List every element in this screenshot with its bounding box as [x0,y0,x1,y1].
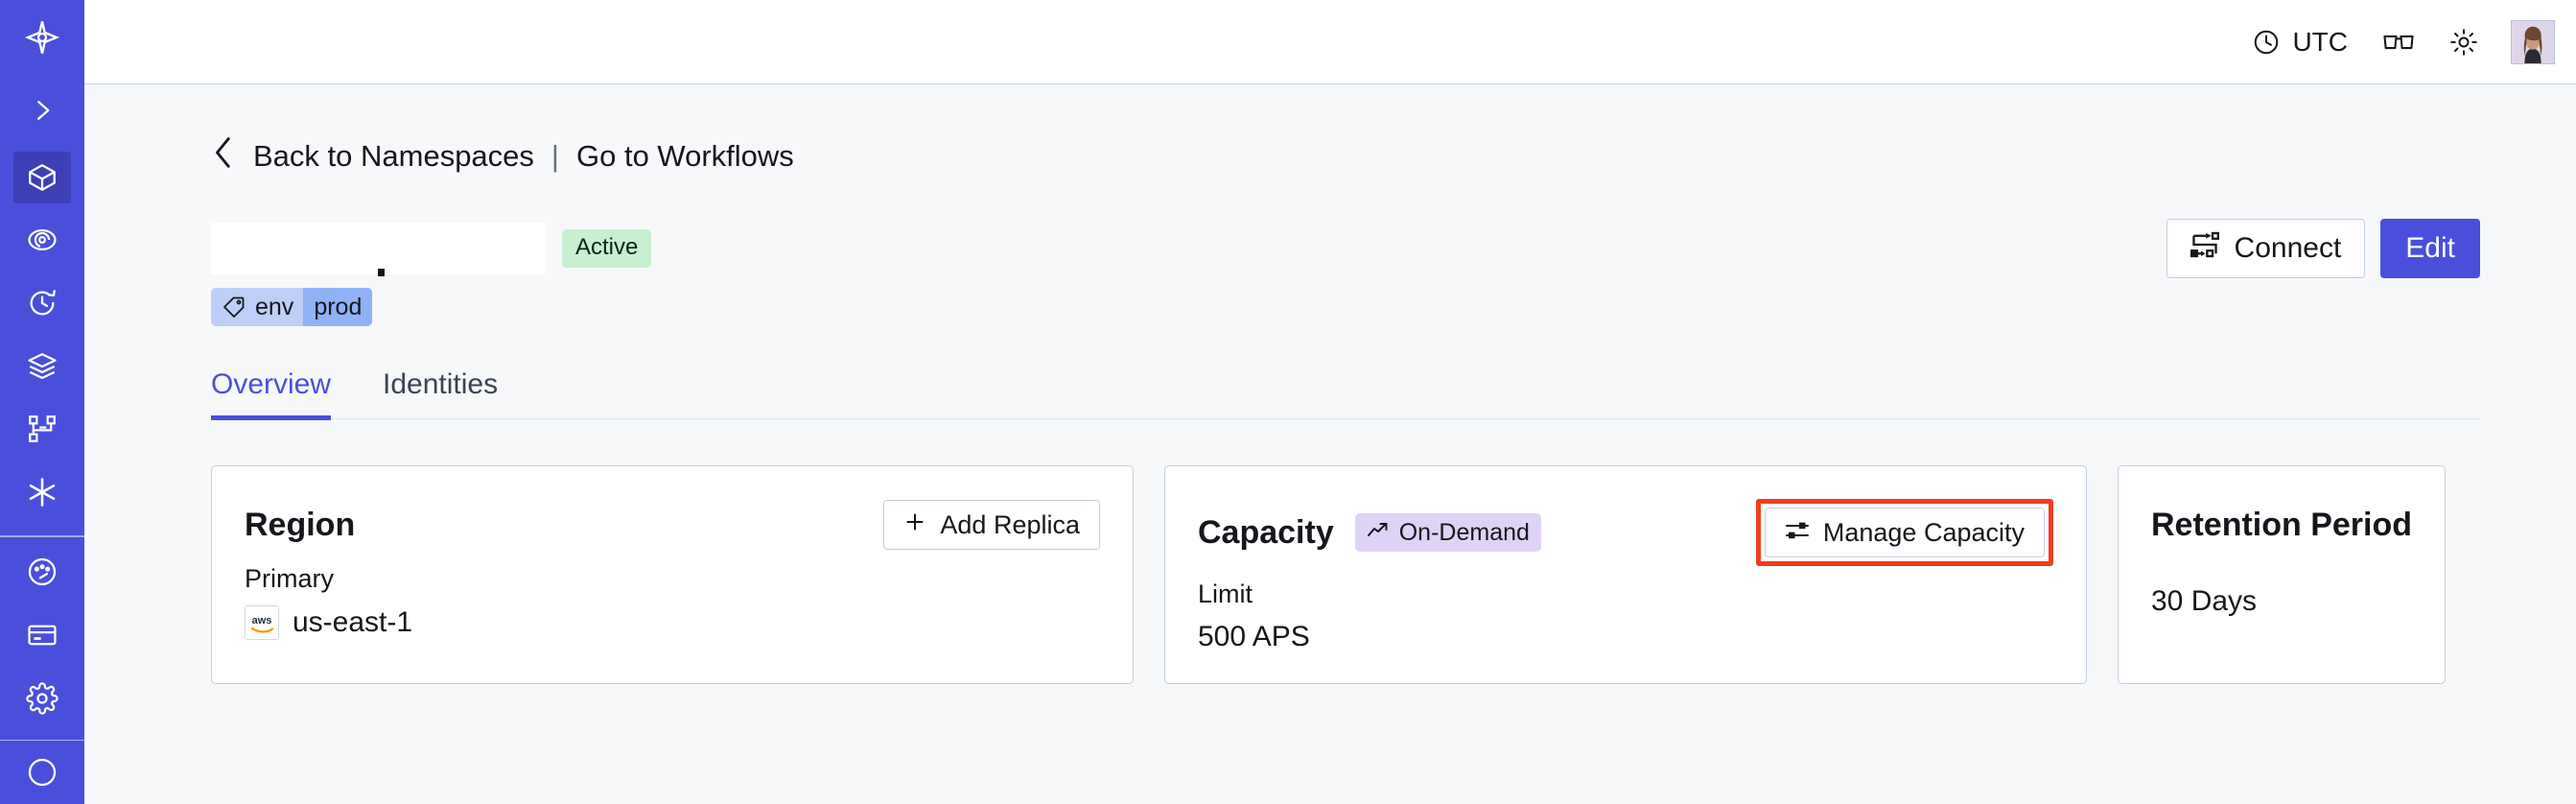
chevron-left-icon[interactable] [211,136,236,177]
add-replica-label: Add Replica [940,509,1080,539]
retention-card-header: Retention Period [2151,499,2412,551]
add-replica-button[interactable]: Add Replica [883,500,1100,550]
region-primary-value: us-east-1 [293,606,413,638]
sidebar-item-layers[interactable] [13,341,71,392]
sidebar-item-history[interactable] [13,277,71,329]
svg-text:aws: aws [252,615,272,627]
region-primary-label: Primary [245,564,334,593]
region-card-title: Region [245,506,356,543]
aws-logo-icon: aws [245,605,279,640]
capacity-card-title: Capacity [1198,513,1334,551]
capacity-card: Capacity On-Demand [1164,465,2087,684]
header-actions: Connect Edit [2166,219,2480,278]
breadcrumb-workflows-link[interactable]: Go to Workflows [575,139,794,173]
sun-icon [2449,28,2478,57]
sidebar-divider-top [0,534,84,537]
temporal-logo-icon[interactable] [0,0,84,76]
sidebar-divider-bottom [0,739,84,742]
timezone-label: UTC [2292,26,2348,57]
breadcrumb-separator: | [550,139,559,173]
status-badge: Active [562,229,652,268]
plus-icon [903,510,926,540]
title-underscore-mark [378,269,385,276]
trend-up-icon [1367,519,1390,547]
tag-chip[interactable]: env prod [211,288,373,326]
glasses-button[interactable] [2365,15,2432,69]
namespace-header: Active [211,219,2480,278]
sliders-icon [1785,518,1810,548]
timezone-button[interactable]: UTC [2235,15,2365,69]
theme-toggle-button[interactable] [2432,15,2495,69]
region-card-header: Region Add Replica [245,499,1100,551]
retention-card: Retention Period 30 Days [2118,465,2447,684]
tab-overview[interactable]: Overview [211,368,348,420]
edit-button[interactable]: Edit [2380,219,2480,278]
sidebar-item-observability[interactable] [13,215,71,267]
sidebar-item-namespaces[interactable] [13,151,71,203]
sidebar-item-billing[interactable] [13,609,71,661]
manage-capacity-button[interactable]: Manage Capacity [1764,508,2045,557]
sidebar-expand-button[interactable] [0,76,84,146]
namespace-tags: env prod [211,288,2480,326]
breadcrumb-back-link[interactable]: Back to Namespaces [253,139,534,173]
capacity-limit-value: 500 APS [1198,621,1310,652]
manage-capacity-highlight: Manage Capacity [1755,499,2053,566]
overview-cards: Region Add Replica [211,465,2480,684]
sidebar-item-settings[interactable] [13,673,71,724]
capacity-card-header: Capacity On-Demand [1198,499,2053,566]
glasses-icon [2382,28,2415,57]
clock-icon [2252,28,2281,57]
tab-identities[interactable]: Identities [383,368,499,400]
manage-capacity-label: Manage Capacity [1822,517,2025,547]
sidebar-item-workflows[interactable] [13,404,71,456]
retention-card-title: Retention Period [2151,506,2413,543]
capacity-mode-label: On-Demand [1398,518,1530,546]
breadcrumb: Back to Namespaces | Go to Workflows [211,136,2480,177]
avatar[interactable] [2511,19,2555,64]
page-content: Back to Namespaces | Go to Workflows Act… [84,84,2576,804]
tag-key: env [255,293,294,320]
region-card-action: Add Replica [883,500,1100,550]
tab-bar: Overview Identities [211,368,2480,420]
connect-button-label: Connect [2234,232,2342,264]
sidebar-item-integrations[interactable] [13,466,71,518]
capacity-limit-label: Limit [1198,579,1253,608]
retention-value: 30 Days [2151,585,2258,617]
connect-button[interactable]: Connect [2166,219,2366,278]
sidebar-item-help[interactable] [13,746,71,798]
main-area: UTC [84,0,2576,804]
region-card: Region Add Replica [211,465,1134,684]
topbar: UTC [84,0,2576,84]
sidebar [0,0,84,804]
sidebar-item-usage[interactable] [13,547,71,599]
tag-value: prod [303,288,373,326]
tag-icon [222,296,246,319]
page-title [211,223,545,274]
region-primary-value-row: aws us-east-1 [245,605,1100,640]
connect-flow-icon [2190,231,2219,266]
capacity-mode-badge: On-Demand [1354,513,1541,552]
